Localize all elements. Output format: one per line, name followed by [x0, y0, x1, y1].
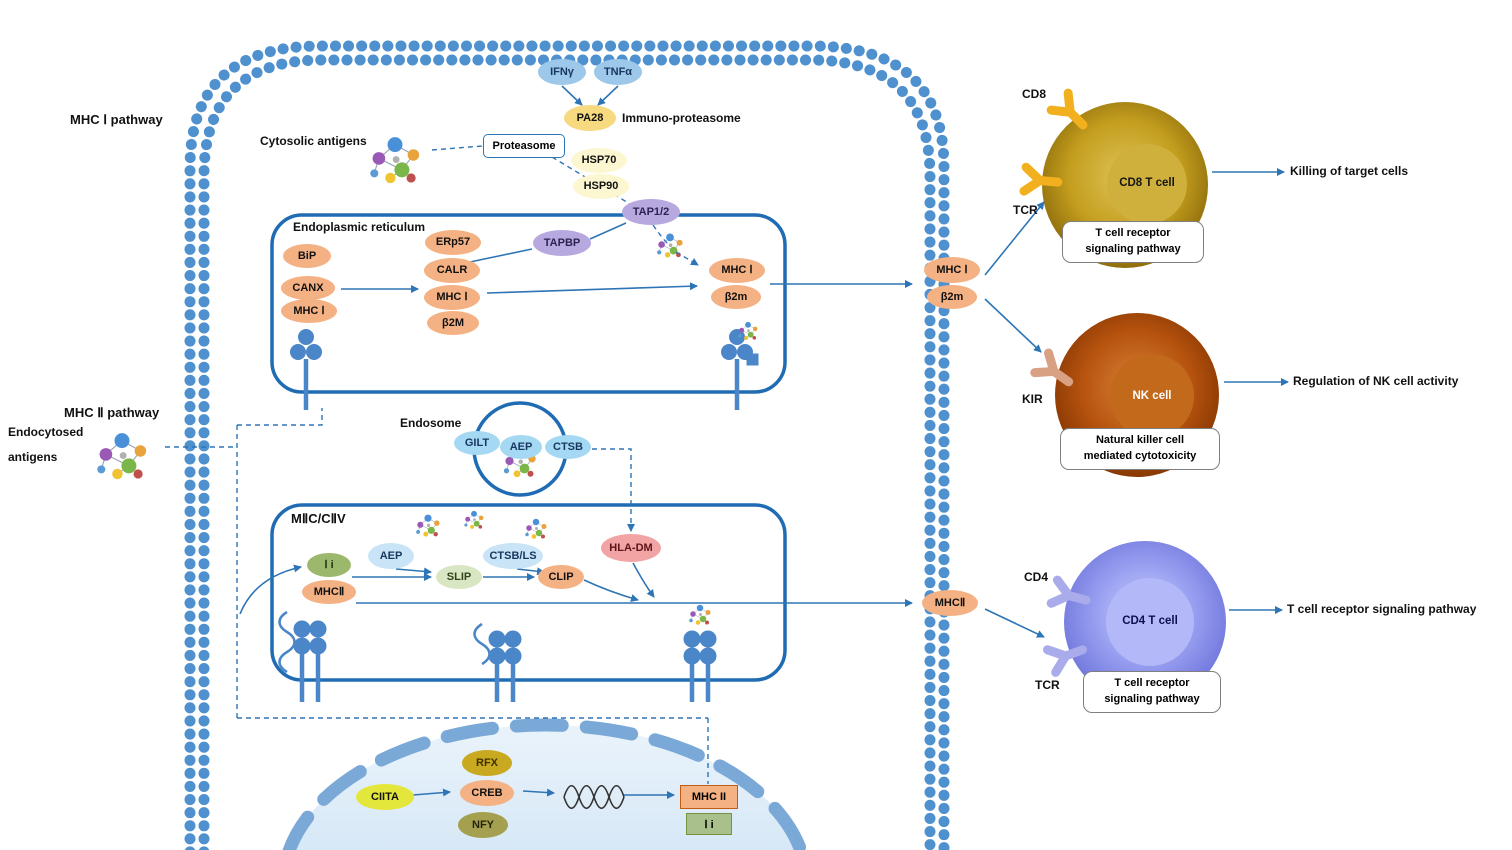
cd4-signaling-box-line1: T cell receptor [1114, 677, 1190, 689]
node-mhc1-right: MHC Ⅰ [709, 258, 765, 283]
label-cd8: CD8 [1022, 87, 1047, 101]
label-endosome: Endosome [400, 416, 462, 430]
cd4-signaling-box-line2: signaling pathway [1104, 692, 1200, 705]
node-rfx: RFX [462, 750, 512, 776]
node-b2m-membrane: β2m [927, 285, 977, 309]
label-endoplasmic-reticulum: Endoplasmic reticulum [293, 220, 426, 234]
node-ii-gene: Ⅰ i [686, 813, 732, 835]
label-cd4: CD4 [1024, 570, 1049, 584]
cd8-signaling-box: T cell receptor signaling pathway [1062, 221, 1204, 263]
node-clip: CLIP [538, 565, 584, 589]
cd8-t-cell-label: CD8 T cell [1119, 177, 1175, 189]
label-tcr-cd4: TCR [1035, 678, 1060, 692]
nk-cytotoxicity-box-line1: Natural killer cell [1095, 434, 1185, 446]
label-immuno-proteasome: Immuno-proteasome [622, 111, 741, 125]
cd4-t-cell-label: CD4 T cell [1122, 615, 1178, 627]
node-mhc2-membrane: MHCⅡ [922, 590, 978, 616]
label-kir: KIR [1022, 392, 1043, 406]
node-bip: BiP [283, 244, 331, 268]
tcr-receptor-icon [1019, 88, 1091, 677]
node-canx: CANX [281, 276, 335, 300]
node-mhc1-mid: MHC Ⅰ [424, 285, 480, 310]
mhc1-receptor-icon [290, 329, 759, 410]
node-hsp90: HSP90 [573, 174, 629, 199]
node-b2m-mid: β2M [427, 311, 479, 335]
node-gilt: GILT [454, 431, 500, 455]
node-creb: CREB [460, 780, 514, 806]
nk-cell-label: NK cell [1132, 390, 1172, 402]
node-erp57: ERp57 [425, 230, 481, 255]
label-miic: MⅡC/CⅡV [291, 511, 346, 526]
node-proteasome: Proteasome [483, 134, 565, 158]
er-outline [270, 213, 787, 394]
label-endocytosed-antigens-1: Endocytosed [8, 425, 84, 439]
node-pa28: PA28 [564, 105, 616, 131]
label-tcr-signaling: T cell receptor signaling pathway [1287, 602, 1477, 616]
cd4-signaling-box: T cell receptor signaling pathway [1083, 671, 1221, 713]
nucleus [282, 718, 808, 850]
cd8-signaling-box-line2: signaling pathway [1085, 242, 1181, 255]
node-aep-miic: AEP [368, 543, 414, 569]
node-hsp70: HSP70 [571, 148, 627, 173]
node-hla-dm: HLA-DM [601, 534, 661, 562]
node-ctsb-ls: CTSB/LS [483, 543, 543, 569]
node-slip: SLIP [436, 565, 482, 589]
node-invariant-chain: Ⅰ i [307, 553, 351, 577]
node-aep-endosome: AEP [500, 435, 542, 459]
node-mhc1-left: MHC Ⅰ [281, 299, 337, 323]
node-ciita: CIITA [356, 784, 414, 810]
node-calr: CALR [424, 258, 480, 283]
label-killing-of-target-cells: Killing of target cells [1290, 164, 1409, 178]
label-tcr-cd8: TCR [1013, 203, 1038, 217]
node-mhc1-membrane: MHC Ⅰ [924, 257, 980, 283]
node-ifng: IFNγ [538, 59, 586, 85]
node-tap12: TAP1/2 [622, 199, 680, 225]
label-cytosolic-antigens: Cytosolic antigens [260, 134, 367, 148]
node-b2m-right: β2m [711, 285, 761, 309]
label-mhc1-pathway: MHC Ⅰ pathway [70, 112, 163, 127]
flow-arrows [239, 85, 1289, 799]
nk-cytotoxicity-box-line2: mediated cytotoxicity [1083, 449, 1197, 462]
node-tapbp: TAPBP [533, 230, 591, 256]
node-mhc2-miic: MHCⅡ [302, 580, 356, 604]
label-mhc2-pathway: MHC Ⅱ pathway [64, 405, 160, 420]
mhc2-receptor-icon [278, 610, 717, 702]
node-nfy: NFY [458, 812, 508, 838]
nk-cytotoxicity-box: Natural killer cell mediated cytotoxicit… [1060, 428, 1220, 470]
label-endocytosed-antigens-2: antigens [8, 450, 58, 464]
dna-icon [563, 784, 625, 810]
node-mhc2-gene: MHC II [680, 785, 738, 809]
node-ctsb: CTSB [545, 435, 591, 459]
cd4-t-cell [1064, 541, 1226, 703]
label-nk-regulation: Regulation of NK cell activity [1293, 374, 1459, 388]
node-tnfa: TNFα [594, 59, 642, 85]
cd8-signaling-box-line1: T cell receptor [1095, 227, 1171, 239]
